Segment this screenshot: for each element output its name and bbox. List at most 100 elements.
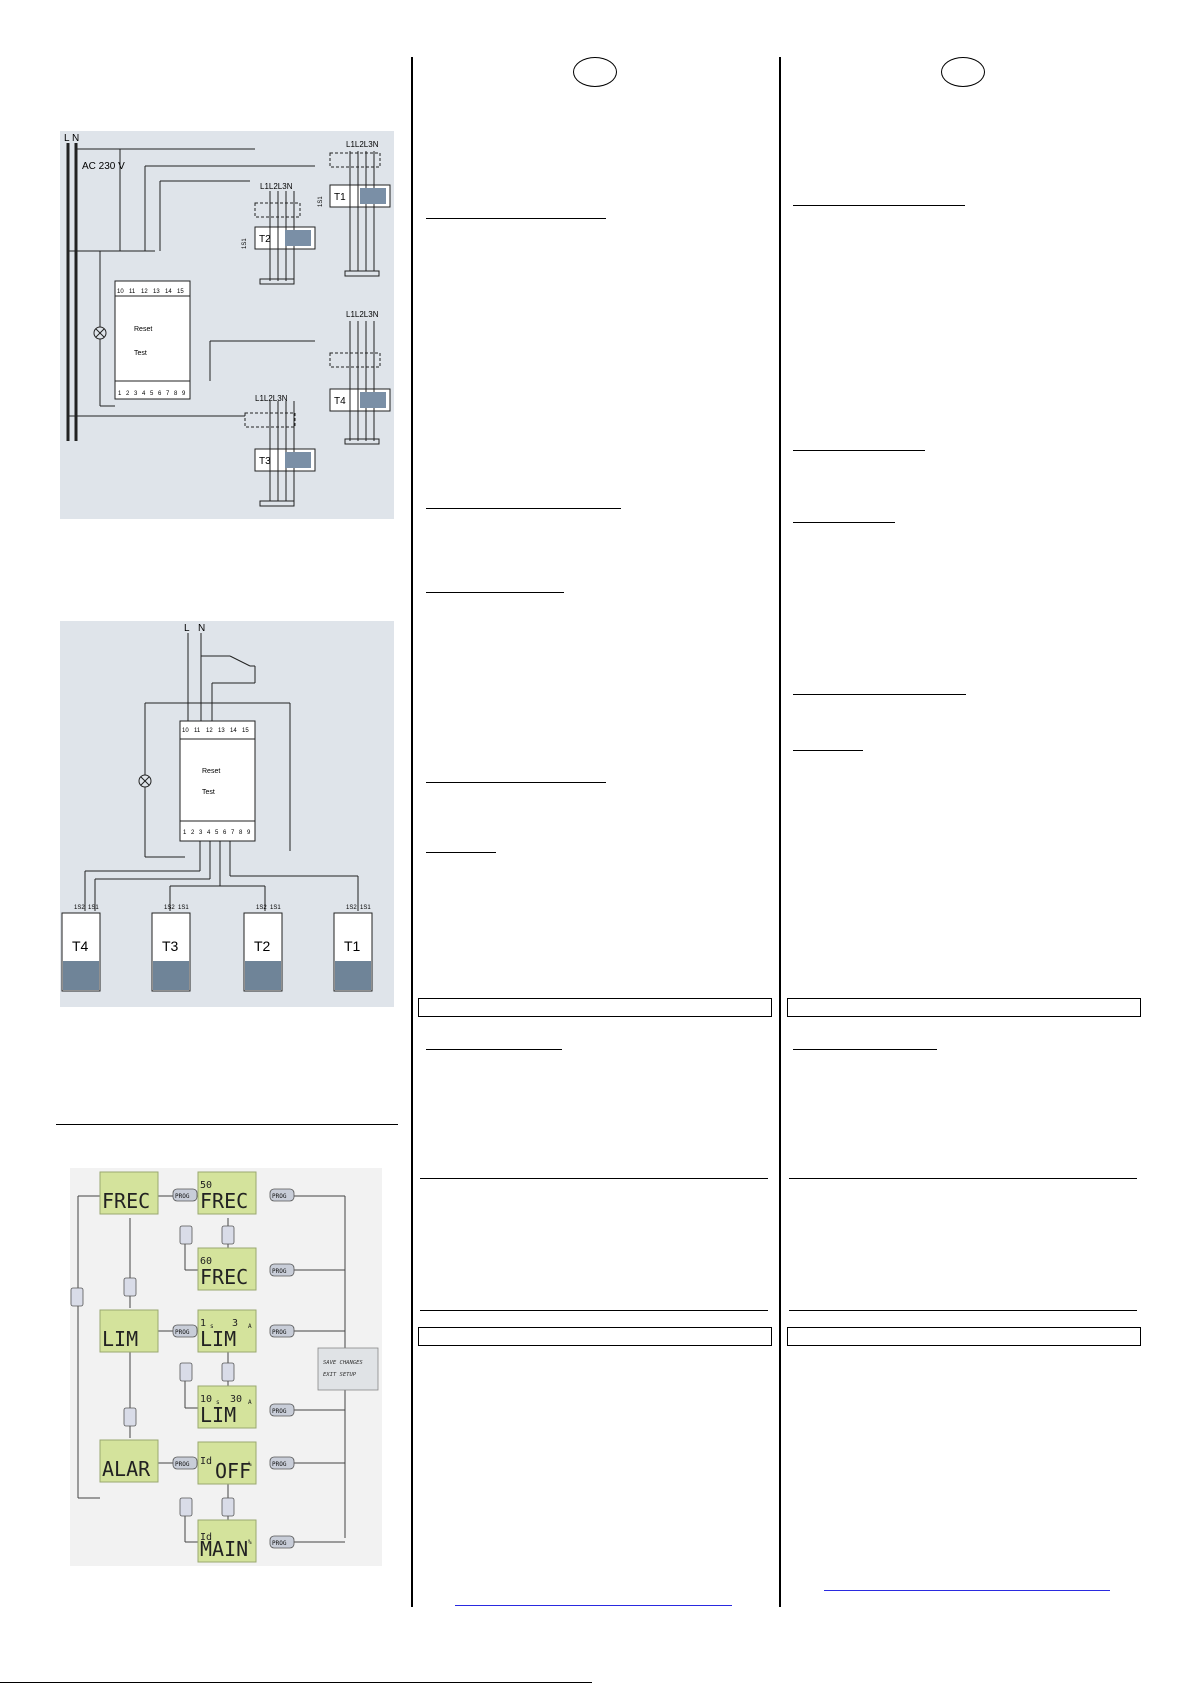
language-flag-oval-middle (573, 57, 617, 87)
d2-term-3: 3 (199, 830, 203, 836)
d2-term-11: 11 (194, 728, 201, 734)
d2-t2: T2 (254, 938, 271, 954)
d2-reset: Reset (202, 768, 220, 775)
d1-phases-t2: L1L2L3N (260, 182, 293, 191)
lcd-pct-1: % (248, 1461, 252, 1468)
d2-term-9: 9 (247, 830, 251, 836)
d2-term-6: 6 (223, 830, 227, 836)
d2-term-5: 5 (215, 830, 219, 836)
section-title-box (787, 1327, 1141, 1346)
d1-term-4: 4 (142, 391, 146, 397)
lcd-unit-a-2: A (248, 1399, 252, 1406)
lcd-value-3: 3 (232, 1318, 238, 1329)
d2-term-2: 2 (191, 830, 195, 836)
lcd-alar-main: MAIN (200, 1537, 248, 1561)
d1-term-11: 11 (129, 289, 136, 295)
lcd-alarm-id-2: Id (200, 1532, 212, 1543)
d1-s1-t1: 1S1 (318, 196, 324, 207)
d1-phases-t1: L1L2L3N (346, 140, 379, 149)
prog-button-1: PROG (175, 1193, 190, 1200)
prog-button-2: PROG (272, 1193, 287, 1200)
rule (789, 1178, 1137, 1179)
d1-voltage: AC 230 V (82, 161, 125, 172)
heading-underline (426, 852, 496, 853)
heading-underline (426, 1049, 562, 1050)
lcd-frec-50: FREC (200, 1189, 248, 1213)
d1-term-8: 8 (174, 391, 178, 397)
exit-setup-label: EXIT SETUP (323, 1372, 357, 1378)
prog-button-5: PROG (272, 1329, 287, 1336)
d1-term-13: 13 (153, 289, 160, 295)
d1-t1: T1 (334, 192, 346, 203)
d1-phases-t3: L1L2L3N (255, 394, 288, 403)
d2-term-14: 14 (230, 728, 237, 734)
prog-button-9: PROG (272, 1540, 287, 1547)
heading-underline (426, 592, 564, 593)
lcd-alarm-id-1: Id (200, 1456, 212, 1467)
wiring-diagram-1: L N AC 230 V L1L2L3N L1L2L3N L1L2L3N L1L… (60, 131, 394, 519)
d2-term-12: 12 (206, 728, 213, 734)
d1-term-10: 10 (117, 289, 124, 295)
d2-term-13: 13 (218, 728, 225, 734)
d1-supply-n: N (72, 133, 79, 144)
heading-underline (793, 522, 895, 523)
d1-term-7: 7 (166, 391, 170, 397)
heading-underline (426, 782, 606, 783)
d1-supply-l: L (64, 133, 70, 144)
d1-t2: T2 (259, 234, 271, 245)
heading-underline (793, 205, 965, 206)
lcd-lim-1: LIM (200, 1327, 236, 1351)
d1-term-14: 14 (165, 289, 172, 295)
d2-s2-t1: 1S2 (346, 905, 357, 911)
d2-supply-l: L (184, 623, 190, 634)
d1-term-6: 6 (158, 391, 162, 397)
link-underline[interactable] (824, 1590, 1110, 1591)
d2-term-1: 1 (183, 830, 187, 836)
section-title-box (418, 998, 772, 1017)
lcd-pct-2: % (248, 1539, 252, 1546)
d1-term-5: 5 (150, 391, 154, 397)
lcd-lim-menu: LIM (102, 1327, 138, 1351)
lcd-alar-menu: ALAR (102, 1457, 151, 1481)
d1-reset: Reset (134, 326, 152, 333)
d2-s1-t3: 1S1 (178, 905, 189, 911)
d2-s2-t4: 1S2 (74, 905, 85, 911)
lcd-value-50: 50 (200, 1180, 212, 1191)
heading-underline (426, 218, 606, 219)
programming-flowchart-svg: FREC LIM ALAR FREC FREC LIM LIM OFF MAIN… (70, 1171, 379, 1563)
d1-t3: T3 (259, 456, 271, 467)
d1-term-15: 15 (177, 289, 184, 295)
heading-underline (793, 450, 925, 451)
heading-underline (426, 508, 621, 509)
wiring-diagram-2-svg: L N T4 T3 T2 T1 Reset Test 10 11 12 13 1… (61, 623, 373, 992)
rule (420, 1310, 768, 1311)
lcd-unit-a-1: A (248, 1323, 252, 1330)
wiring-diagram-2: L N T4 T3 T2 T1 Reset Test 10 11 12 13 1… (60, 621, 394, 1007)
programming-flowchart: FREC LIM ALAR FREC FREC LIM LIM OFF MAIN… (70, 1168, 382, 1566)
section-title-box (787, 998, 1141, 1017)
language-flag-oval-right (941, 57, 985, 87)
lcd-value-1: 1 (200, 1318, 206, 1329)
lcd-value-10: 10 (200, 1394, 212, 1405)
d1-t4: T4 (334, 396, 346, 407)
d2-term-4: 4 (207, 830, 211, 836)
heading-underline (793, 694, 966, 695)
d2-term-7: 7 (231, 830, 235, 836)
lcd-lim-10: LIM (200, 1403, 236, 1427)
prog-button-7: PROG (175, 1461, 190, 1468)
d1-term-2: 2 (126, 391, 130, 397)
d1-term-3: 3 (134, 391, 138, 397)
link-underline[interactable] (455, 1605, 732, 1606)
save-changes-label: SAVE CHANGES (323, 1360, 363, 1366)
lcd-unit-s-1: s (210, 1323, 214, 1330)
prog-button-4: PROG (175, 1329, 190, 1336)
column-divider-1 (411, 57, 413, 1607)
d2-supply-n: N (198, 623, 205, 634)
heading-underline (793, 750, 863, 751)
d2-term-15: 15 (242, 728, 249, 734)
rule (789, 1310, 1137, 1311)
d1-term-1: 1 (118, 391, 122, 397)
lcd-frec-60: FREC (200, 1265, 248, 1289)
d2-test: Test (202, 789, 215, 796)
lcd-alar-off: OFF (215, 1459, 251, 1483)
